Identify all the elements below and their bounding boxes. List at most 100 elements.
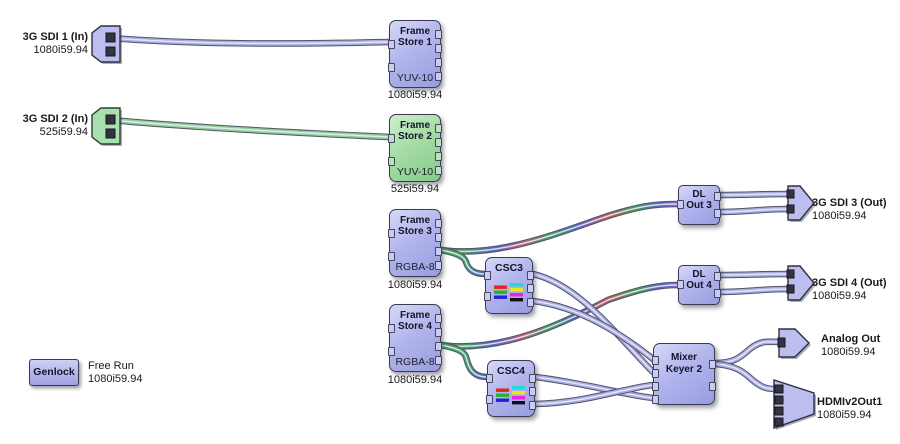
analog-output-name: Analog Out xyxy=(821,333,881,345)
port-tab xyxy=(435,138,442,147)
port-tab xyxy=(529,374,536,383)
genlock-button[interactable]: Genlock xyxy=(29,359,79,386)
framestore-2-node[interactable]: Frame Store 2 YUV-10 xyxy=(388,114,442,182)
dl-out-3-node[interactable]: DL Out 3 xyxy=(677,185,721,225)
port-tab xyxy=(435,356,442,365)
framestore-4-pixel-format: RGBA-8 xyxy=(395,356,435,368)
dl-out-4-node[interactable]: DL Out 4 xyxy=(677,265,721,305)
port-tab xyxy=(388,63,395,72)
port-tab xyxy=(484,271,491,280)
port-tab xyxy=(388,134,395,143)
framestore-3-node[interactable]: Frame Store 3 RGBA-8 xyxy=(388,209,442,277)
port-tab xyxy=(388,252,395,261)
sdi-input-1-label: 3G SDI 1 (In) 1080i59.94 xyxy=(2,31,88,57)
hdmi-output-connector-icon[interactable] xyxy=(773,379,816,430)
port-tab xyxy=(677,200,684,209)
framestore-4-video-format: 1080i59.94 xyxy=(387,374,443,386)
hdmi-output-format: 1080i59.94 xyxy=(817,409,872,421)
port-tab xyxy=(529,401,536,410)
sdi-output-3-name: 3G SDI 3 (Out) xyxy=(812,197,887,209)
genlock-status: Free Run 1080i59.94 xyxy=(88,360,142,386)
cable-highlight xyxy=(715,340,782,364)
port-tab xyxy=(652,382,659,391)
sdi-output-4-format: 1080i59.94 xyxy=(812,290,867,302)
sdi-output-3-connector-icon[interactable] xyxy=(786,185,816,222)
sdi-input-1-connector-icon[interactable] xyxy=(91,25,122,64)
cable-highlight xyxy=(110,119,390,138)
csc4-title: CSC4 xyxy=(496,365,525,377)
port-tab xyxy=(388,324,395,333)
framestore-4-title: Frame Store 4 xyxy=(398,310,432,332)
cable-framestore4-dlout4 xyxy=(438,282,681,349)
port-tab xyxy=(486,395,493,404)
framestore-4-node[interactable]: Frame Store 4 RGBA-8 xyxy=(388,304,442,372)
cable-outline xyxy=(437,281,682,350)
port-tab xyxy=(709,382,716,391)
dl-out-3-title: DL Out 3 xyxy=(686,189,712,211)
framestore-3-video-format: 1080i59.94 xyxy=(387,279,443,291)
port-tab xyxy=(527,298,534,307)
cable-highlight xyxy=(718,193,790,196)
sdi-input-1-format: 1080i59.94 xyxy=(33,44,88,56)
framestore-2-title: Frame Store 2 xyxy=(398,120,432,142)
port-tab xyxy=(388,40,395,49)
port-tab xyxy=(484,292,491,301)
port-tab xyxy=(435,152,442,161)
cable-highlight xyxy=(718,288,790,293)
port-tab xyxy=(435,166,442,175)
sdi-output-3-label: 3G SDI 3 (Out) 1080i59.94 xyxy=(812,197,887,223)
port-tab xyxy=(435,342,442,351)
port-tab xyxy=(435,44,442,53)
framestore-2-video-format: 525i59.94 xyxy=(390,183,440,195)
port-tab xyxy=(714,289,721,298)
port-tab xyxy=(435,30,442,39)
framestore-1-title: Frame Store 1 xyxy=(398,26,432,48)
colorbars-icon xyxy=(496,386,525,405)
analog-output-connector-icon[interactable] xyxy=(777,328,811,359)
cable-highlight xyxy=(715,363,778,390)
hdmi-output-label: HDMIv2Out1 1080i59.94 xyxy=(817,396,882,422)
csc3-title: CSC3 xyxy=(494,262,523,274)
port-tab xyxy=(652,369,659,378)
port-tab xyxy=(388,347,395,356)
framestore-2-pixel-format: YUV-10 xyxy=(396,166,434,178)
port-tab xyxy=(435,247,442,256)
cable-highlight xyxy=(532,273,654,373)
cable-highlight xyxy=(440,249,486,275)
hdmi-output-name: HDMIv2Out1 xyxy=(817,396,883,408)
sdi-output-3-format: 1080i59.94 xyxy=(812,210,867,222)
sdi-input-2-name: 3G SDI 2 (In) xyxy=(22,113,88,125)
cable-highlight xyxy=(532,300,654,360)
sdi-output-4-connector-icon[interactable] xyxy=(786,265,816,302)
genlock-format: 1080i59.94 xyxy=(88,373,143,385)
port-tab xyxy=(714,272,721,281)
port-tab xyxy=(435,58,442,67)
mixer-keyer-2-title: Mixer Keyer 2 xyxy=(665,352,703,375)
port-tab xyxy=(486,374,493,383)
cable-highlight xyxy=(110,37,390,45)
dl-out-4-title: DL Out 4 xyxy=(686,269,712,291)
analog-output-format: 1080i59.94 xyxy=(821,346,876,358)
framestore-1-node[interactable]: Frame Store 1 YUV-10 xyxy=(388,20,442,88)
cable-highlight xyxy=(534,384,654,405)
cable-framestore3-dlout3 xyxy=(438,201,681,254)
cable-outline xyxy=(437,200,682,255)
cable-highlight xyxy=(718,208,790,213)
sdi-input-2-format: 525i59.94 xyxy=(39,126,88,138)
cable-highlight xyxy=(440,203,679,253)
sdi-input-1-name: 3G SDI 1 (In) xyxy=(22,31,88,43)
csc4-node[interactable]: CSC4 xyxy=(486,360,536,417)
framestore-3-title: Frame Store 3 xyxy=(398,215,432,237)
port-tab xyxy=(435,72,442,81)
sdi-input-2-connector-icon[interactable] xyxy=(91,107,122,146)
port-tab xyxy=(714,209,721,218)
analog-output-label: Analog Out 1080i59.94 xyxy=(821,333,880,359)
colorbars-icon xyxy=(494,283,523,302)
csc3-node[interactable]: CSC3 xyxy=(484,257,534,314)
cable-outline xyxy=(437,341,491,381)
port-tab xyxy=(709,360,716,369)
sdi-output-4-label: 3G SDI 4 (Out) 1080i59.94 xyxy=(812,277,887,303)
framestore-1-video-format: 1080i59.94 xyxy=(387,89,443,101)
mixer-keyer-2-node[interactable]: Mixer Keyer 2 xyxy=(652,343,716,405)
